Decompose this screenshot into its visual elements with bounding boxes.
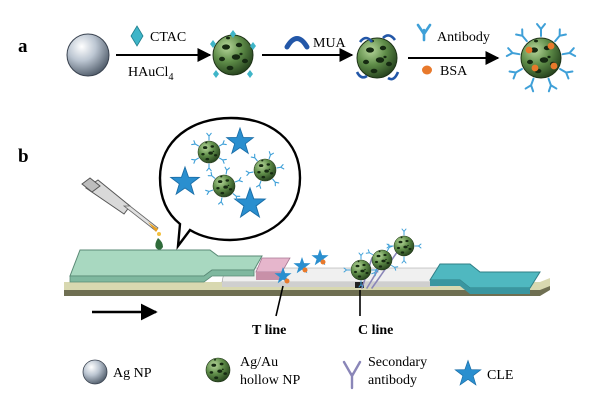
legend-ag-np-icon: [82, 359, 108, 385]
antibody-conjugated-np: [505, 23, 577, 93]
ag-np-sphere: [66, 33, 110, 77]
c-line-label: C line: [358, 323, 393, 338]
panel-label-b: b: [18, 146, 29, 167]
legend-hollow-np-label-2: hollow NP: [240, 373, 301, 388]
hollow-np-with-ctac: [210, 30, 256, 78]
t-line-pointer: [275, 285, 284, 317]
legend-secondary-label-1: Secondary: [368, 355, 427, 370]
c-line-complexes: [343, 228, 422, 289]
ctac-label: CTAC: [150, 30, 186, 45]
absorbent-pad: [429, 263, 541, 294]
legend: Ag NP Ag/Au hollow NP Secondary antibody…: [82, 355, 513, 390]
panel-label-a: a: [18, 36, 28, 57]
legend-hollow-np-label-1: Ag/Au: [240, 355, 278, 370]
ctac-diamond-icon: [130, 25, 144, 47]
sample-pad: [69, 249, 263, 283]
haucl4-label: HAuCl4: [128, 65, 173, 83]
legend-cle-star-icon: [454, 359, 482, 386]
antibody-label: Antibody: [437, 30, 490, 45]
legend-hollow-np-icon: [205, 357, 231, 383]
bsa-dot-icon: [422, 65, 432, 75]
legend-ag-np-label: Ag NP: [113, 366, 152, 381]
mua-arc-icon: [284, 36, 310, 50]
bsa-label: BSA: [440, 64, 468, 79]
pipette-icon: [81, 177, 161, 236]
antibody-icon: [416, 23, 432, 42]
t-line-label: T line: [252, 323, 286, 338]
legend-secondary-label-2: antibody: [368, 373, 417, 388]
legend-cle-label: CLE: [487, 368, 513, 383]
hollow-np-with-mua: [355, 34, 400, 81]
t-line-complexes: [274, 249, 329, 284]
legend-secondary-antibody-icon: [342, 360, 362, 390]
mua-label: MUA: [313, 36, 347, 51]
